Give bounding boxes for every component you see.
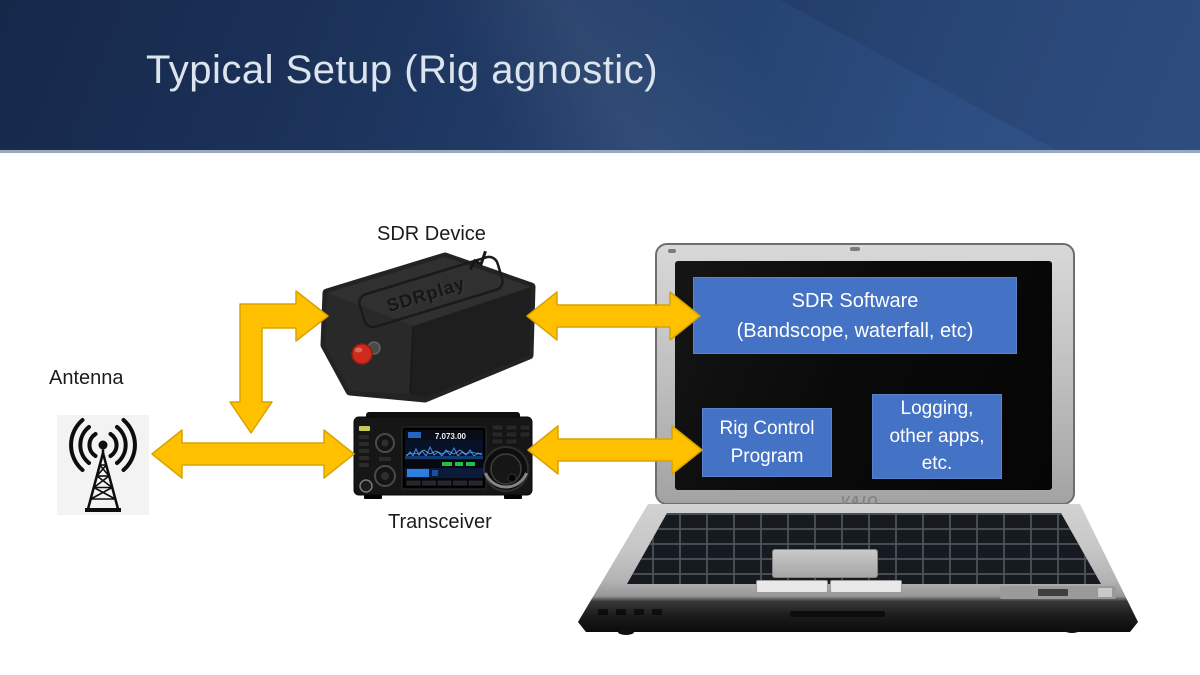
laptop-drive-seam [790,611,885,617]
sma-connector-cap [351,343,373,365]
touchpad-button-left [756,580,828,593]
sdr-device-photo: SDRplay SDRplay [320,250,536,403]
lid-latch-left [668,249,676,253]
laptop-status-strip [1000,586,1116,599]
mic-connector [359,479,373,493]
laptop-foot-left [618,629,634,635]
slide-title: Typical Setup (Rig agnostic) [146,48,659,92]
logging-line3: etc. [921,453,953,475]
laptop-front-ports [598,609,670,615]
rig-control-box: Rig Control Program [702,408,832,477]
logging-line1: Logging, [900,398,974,420]
laptop-foot-right [1064,627,1080,633]
transceiver-photo: 7.073.00 [353,412,533,499]
header-sheen [0,0,1200,150]
sdr-software-line2: (Bandscope, waterfall, etc) [736,319,974,342]
slide-header [0,0,1200,153]
antenna-icon [57,415,149,515]
rig-control-line2: Program [730,445,804,467]
antenna-label: Antenna [49,367,124,389]
rig-control-line1: Rig Control [719,417,815,439]
sdr-software-box: SDR Software (Bandscope, waterfall, etc) [693,277,1017,354]
sdr-software-line1: SDR Software [791,289,919,312]
arrow-antenna-transceiver [151,429,355,479]
frequency-readout: 7.073.00 [435,432,467,441]
lid-latch-center [850,247,860,251]
touchpad-button-right [830,580,902,593]
transceiver-label: Transceiver [388,511,492,533]
logging-box: Logging, other apps, etc. [872,394,1002,479]
logging-line2: other apps, [889,425,985,447]
sdr-device-label: SDR Device [377,223,486,245]
laptop-touchpad [772,549,878,578]
arrow-antenna-sdr [229,290,329,434]
